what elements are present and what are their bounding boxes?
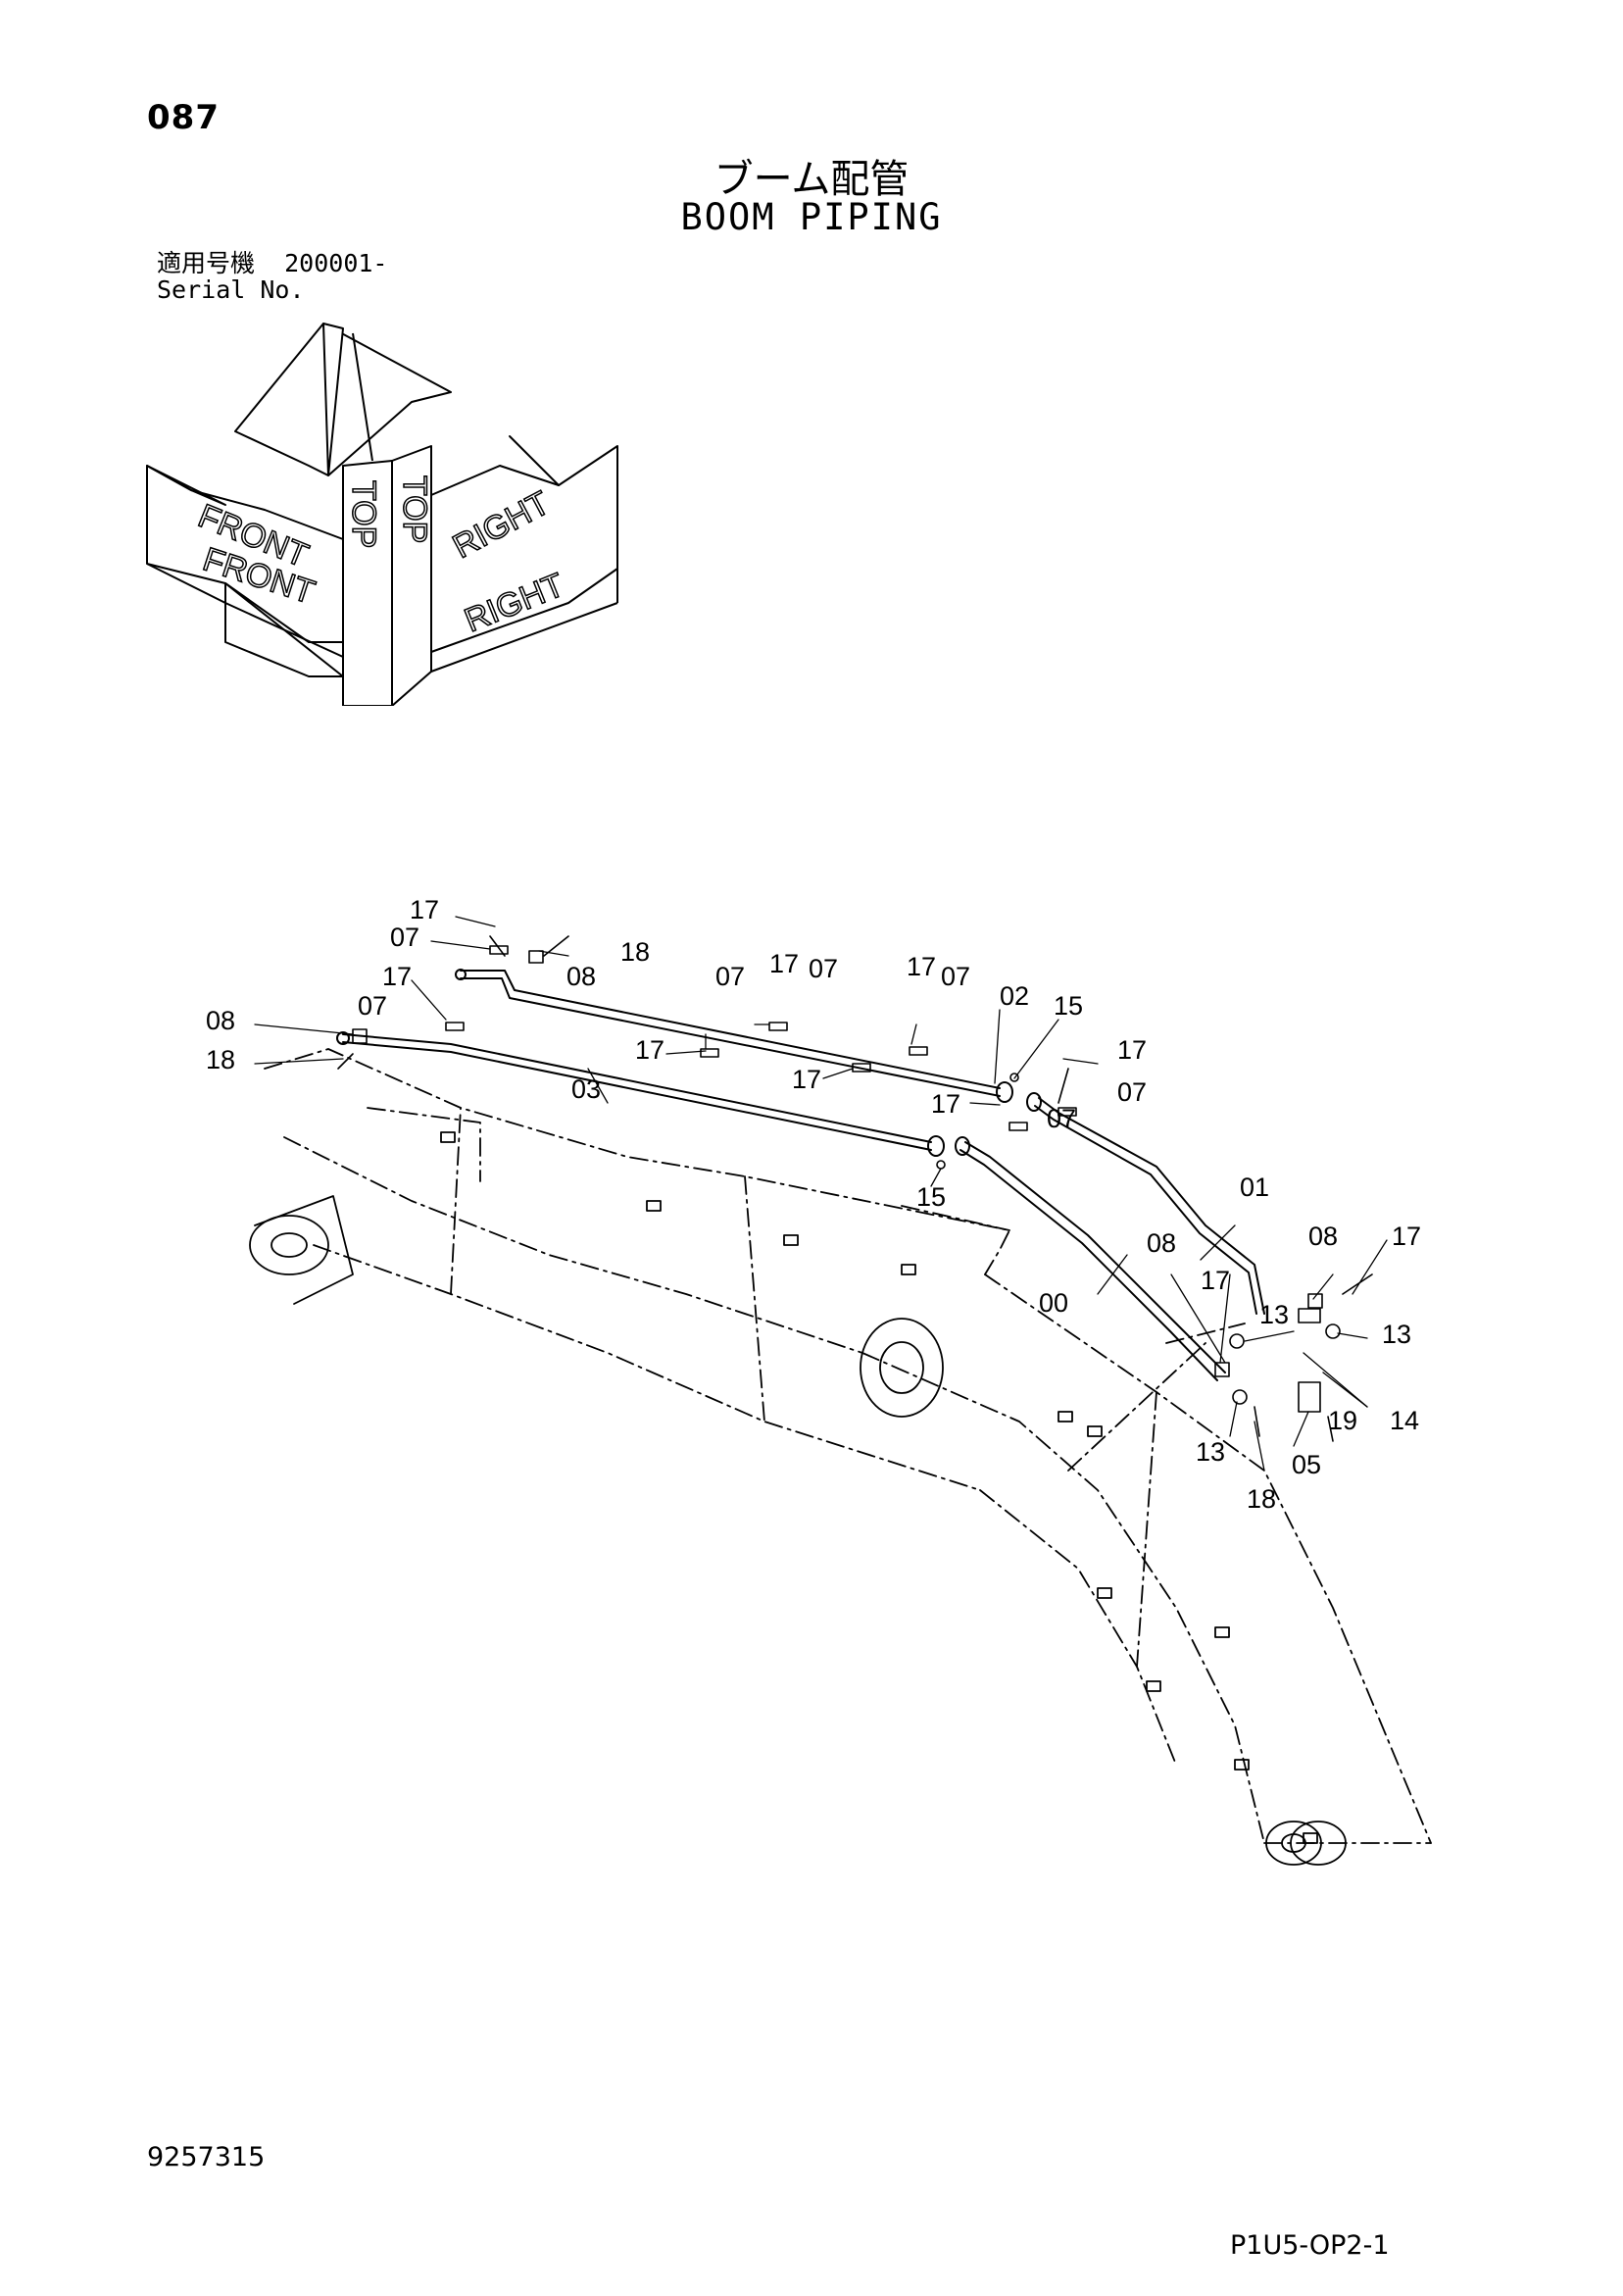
callout: 05	[1292, 1450, 1321, 1479]
boom-brackets	[440, 1131, 1318, 1844]
pipe-clamps	[337, 935, 1373, 1442]
callout: 14	[1390, 1406, 1419, 1435]
pipe-03	[336, 1031, 945, 1157]
serial-block: 適用号機 200001- Serial No.	[157, 250, 387, 303]
callout: 18	[206, 1045, 235, 1074]
callout: 07	[715, 962, 745, 991]
callout: 07	[1117, 1077, 1147, 1107]
callout: 13	[1382, 1320, 1411, 1349]
label-top-back: TOP	[345, 480, 382, 548]
callout: 18	[620, 937, 650, 967]
boom-outline	[264, 1048, 1432, 1844]
callout: 07	[358, 991, 387, 1021]
callout: 15	[1054, 991, 1083, 1021]
callout: 17	[931, 1089, 960, 1119]
title-japanese: ブーム配管	[713, 157, 910, 202]
title-english: BOOM PIPING	[680, 196, 943, 238]
block-05	[1298, 1381, 1321, 1413]
callout: 17	[382, 962, 412, 991]
callout: 18	[1247, 1484, 1276, 1514]
pipe-01	[1026, 1092, 1265, 1315]
callout: 02	[1000, 981, 1029, 1011]
boom-foot-boss	[249, 1215, 329, 1275]
callout: 01	[1240, 1173, 1269, 1202]
callout: 19	[1328, 1406, 1357, 1435]
callout-leaders	[254, 916, 1388, 1472]
callout: 17	[907, 952, 936, 981]
serial-label-jp: 適用号機	[157, 249, 256, 277]
callout: 08	[1308, 1222, 1338, 1251]
sheet-code: P1U5-OP2-1	[1230, 2230, 1390, 2261]
serial-label-en: Serial No.	[157, 275, 305, 304]
callout: 08	[1147, 1228, 1176, 1258]
boom-tip-boss	[1265, 1821, 1322, 1866]
callout: 17	[792, 1065, 821, 1094]
boom-piping-drawing: 17 07 18 08 17 07 08 18 07 17 07 17 07 0…	[206, 895, 1432, 1866]
callout: 08	[566, 962, 596, 991]
callout: 17	[635, 1035, 664, 1065]
pipe-02	[455, 969, 1013, 1103]
callout: 17	[1201, 1266, 1230, 1295]
callout: 00	[1039, 1288, 1068, 1318]
label-top: TOP	[396, 475, 433, 543]
callout: 17	[1392, 1222, 1421, 1251]
page-number: 087	[147, 98, 220, 137]
orientation-symbol: FRONT FRONT TOP TOP RIGHT RIGHT	[146, 323, 618, 706]
document-number: 9257315	[147, 2142, 266, 2172]
callout: 03	[571, 1074, 601, 1104]
callout: 17	[1117, 1035, 1147, 1065]
callout: 07	[941, 962, 970, 991]
callout: 17	[769, 949, 799, 978]
callout: 13	[1196, 1437, 1225, 1467]
pipe-00	[955, 1136, 1226, 1381]
callout-labels: 17 07 18 08 17 07 08 18 07 17 07 17 07 0…	[206, 895, 1421, 1514]
boom-cylinder-boss	[860, 1318, 944, 1418]
callout: 07	[809, 954, 838, 983]
serial-range: 200001-	[284, 249, 388, 277]
callout: 15	[916, 1182, 946, 1212]
callout: 07	[1047, 1104, 1076, 1133]
callout: 07	[390, 923, 419, 952]
callout: 13	[1259, 1300, 1289, 1329]
callout: 08	[206, 1006, 235, 1035]
callout: 17	[410, 895, 439, 924]
